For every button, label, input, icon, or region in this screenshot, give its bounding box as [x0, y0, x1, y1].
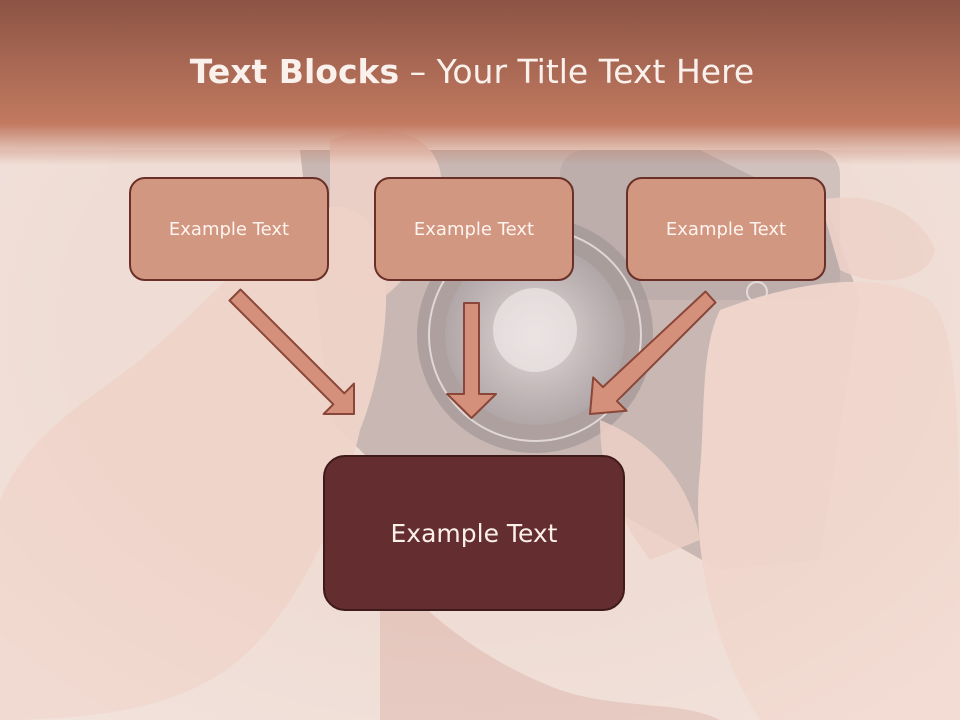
target-block: Example Text — [323, 455, 625, 611]
arrow-left — [228, 288, 355, 415]
title-separator: – — [399, 52, 437, 91]
text-block-3: Example Text — [626, 177, 826, 281]
slide-title: Text Blocks – Your Title Text Here — [0, 52, 944, 91]
arrow-center — [446, 302, 497, 419]
text-block-3-label: Example Text — [665, 218, 787, 240]
arrow-right — [589, 290, 717, 415]
text-block-2: Example Text — [374, 177, 574, 281]
text-block-2-label: Example Text — [413, 218, 535, 240]
target-block-label: Example Text — [390, 518, 558, 548]
text-block-1-label: Example Text — [168, 218, 290, 240]
title-rest: Your Title Text Here — [436, 52, 755, 91]
title-bold: Text Blocks — [189, 52, 400, 91]
text-block-1: Example Text — [129, 177, 329, 281]
